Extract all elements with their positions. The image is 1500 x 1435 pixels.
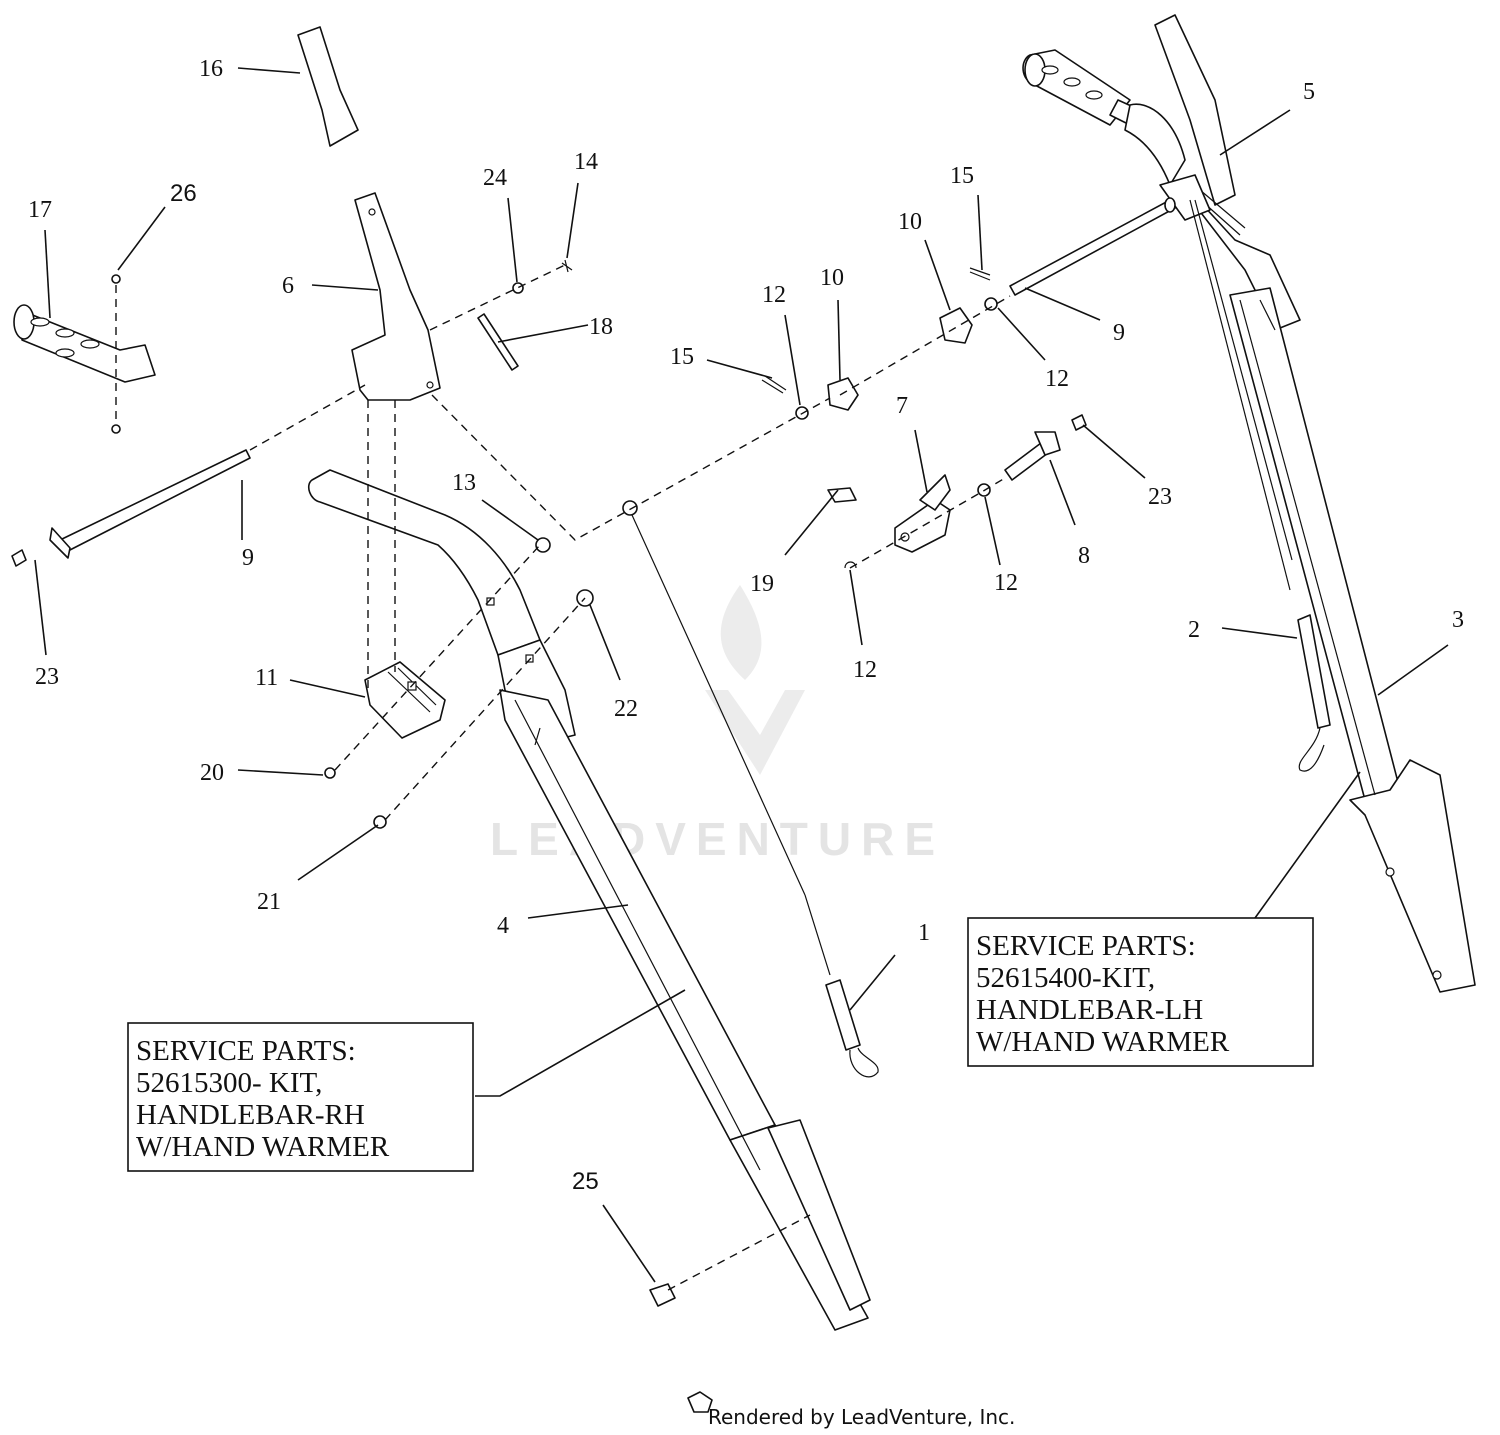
hole (368, 208, 376, 216)
callout-19: 19 (750, 571, 774, 597)
part-6-upper-handle (351, 192, 441, 401)
service-rh-line3: HANDLEBAR-RH (136, 1099, 365, 1131)
callout-23-left: 23 (35, 664, 59, 690)
part-9-shaft-left (49, 449, 251, 559)
assembly-lines (115, 264, 1011, 1291)
part-12-washer-b (984, 297, 998, 311)
callout-labels: 1 2 3 4 5 6 7 8 9 9 10 10 11 12 12 12 12… (28, 56, 1464, 1195)
callout-17: 17 (28, 197, 52, 223)
part-17-hand-grip (13, 304, 156, 383)
callout-14: 14 (574, 149, 598, 175)
service-lh-line1: SERVICE PARTS: (976, 930, 1196, 962)
callout-15-left: 15 (670, 344, 694, 370)
left-handlebar-3 (1009, 14, 1476, 993)
part-19-spring (827, 487, 857, 503)
callout-21: 21 (257, 889, 281, 915)
part-26-screw-top (111, 274, 121, 284)
callout-9-left: 9 (242, 545, 254, 571)
service-lh-line2: 52615400-KIT, (976, 962, 1155, 994)
part-12-clip-d (844, 561, 857, 569)
part-16-handle-cap (297, 26, 359, 147)
part-1-cable (622, 500, 879, 1078)
callout-12-right: 12 (1045, 366, 1069, 392)
callout-3: 3 (1452, 607, 1464, 633)
callout-12-mid: 12 (994, 570, 1018, 596)
part-11-switch (364, 661, 446, 739)
service-lh-line4: W/HAND WARMER (976, 1026, 1230, 1058)
callout-10-right: 10 (898, 209, 922, 235)
part-23-screw-right (1071, 414, 1087, 431)
service-box-rh: SERVICE PARTS: 52615300- KIT, HANDLEBAR-… (127, 1022, 474, 1172)
callout-7: 7 (896, 393, 908, 419)
footer-bolt-icon (687, 1391, 713, 1413)
callout-25: 25 (572, 1168, 599, 1195)
part-7-bracket (894, 474, 951, 553)
part-8-pin (1004, 431, 1061, 481)
callout-26: 26 (170, 180, 197, 207)
callout-22: 22 (614, 696, 638, 722)
watermark: LEADVENTURE (490, 585, 935, 865)
callout-9-right: 9 (1113, 320, 1125, 346)
hole (426, 381, 434, 389)
callout-8: 8 (1078, 543, 1090, 569)
hand-grip-lh (1022, 49, 1141, 126)
hardware (11, 259, 1087, 1413)
leader-lines (34, 67, 1449, 1283)
callout-5: 5 (1303, 79, 1315, 105)
right-handlebar-4 (308, 469, 871, 1331)
service-rh-line4: W/HAND WARMER (136, 1131, 390, 1163)
part-15-pin-b (969, 267, 991, 281)
part-23-screw-left (11, 549, 27, 567)
callout-1: 1 (918, 920, 930, 946)
callout-12-top: 12 (762, 282, 786, 308)
part-24-washer (512, 282, 524, 294)
part-14-clip (561, 259, 573, 273)
callout-13: 13 (452, 470, 476, 496)
callout-12-bottom: 12 (853, 657, 877, 683)
part-26-screw-bottom (111, 424, 121, 434)
footer-credit: Rendered by LeadVenture, Inc. (708, 1405, 1015, 1429)
callout-6: 6 (282, 273, 294, 299)
callout-18: 18 (589, 314, 613, 340)
callout-20: 20 (200, 760, 224, 786)
part-10-knob-b (939, 307, 973, 344)
service-rh-line2: 52615300- KIT, (136, 1067, 322, 1099)
part-13-pin (535, 537, 551, 553)
callout-10-left: 10 (820, 265, 844, 291)
callout-15-right: 15 (950, 163, 974, 189)
callout-4: 4 (497, 913, 509, 939)
service-lh-line3: HANDLEBAR-LH (976, 994, 1203, 1026)
callout-23-right: 23 (1148, 484, 1172, 510)
part-20-nut (324, 767, 336, 779)
part-15-pin-a (761, 375, 787, 394)
callout-16: 16 (199, 56, 223, 82)
part-25-bolt (649, 1283, 676, 1307)
service-rh-line1: SERVICE PARTS: (136, 1035, 356, 1067)
callout-11: 11 (255, 665, 278, 691)
leadventure-watermark-logo (705, 585, 805, 775)
service-box-lh: SERVICE PARTS: 52615400-KIT, HANDLEBAR-L… (967, 917, 1314, 1067)
callout-24: 24 (483, 165, 507, 191)
callout-2: 2 (1188, 617, 1200, 643)
